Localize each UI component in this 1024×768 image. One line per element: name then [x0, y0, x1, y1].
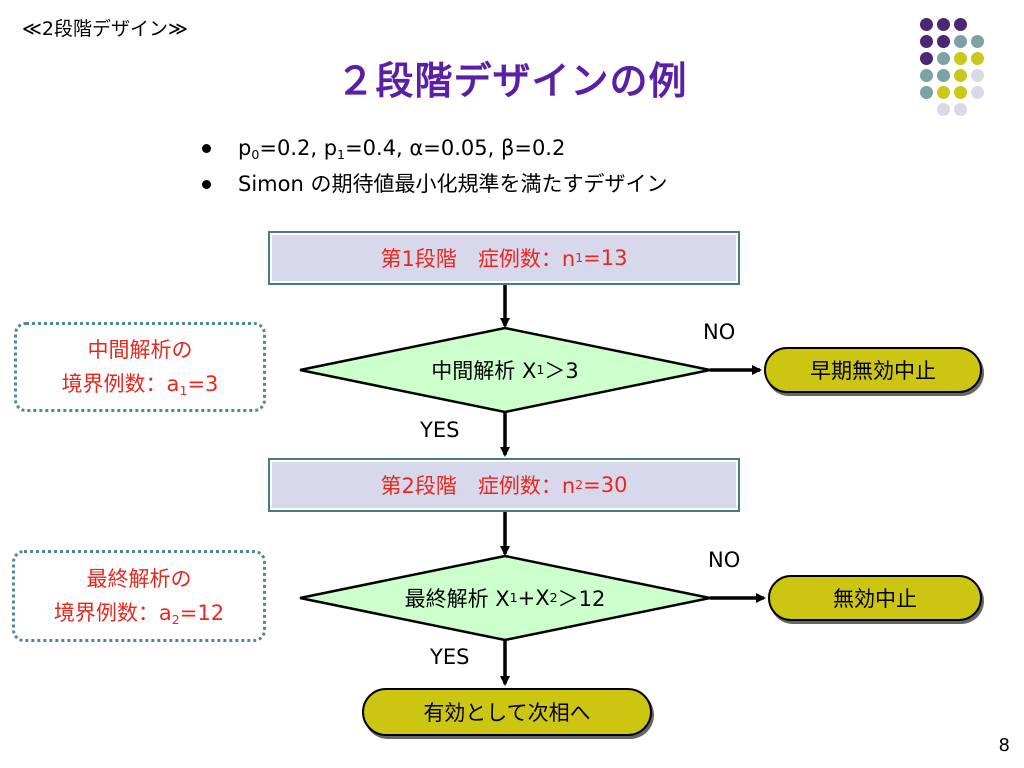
futility-stop: 無効中止: [768, 575, 982, 621]
decorative-dot: [920, 52, 933, 65]
decorative-dot: [954, 35, 967, 48]
section-header: ≪2段階デザイン≫: [22, 18, 188, 40]
page-number: 8: [998, 735, 1010, 756]
decorative-dot: [954, 103, 967, 116]
decorative-dot: [971, 35, 984, 48]
yes-label-final: YES: [430, 645, 470, 669]
decorative-dot: [971, 86, 984, 99]
decorative-dot: [954, 18, 967, 31]
bullet-criterion: Simon の期待値最小化規準を満たすデザイン: [200, 166, 667, 202]
yes-label-interim: YES: [420, 418, 460, 442]
decorative-dot: [937, 103, 950, 116]
decorative-dot: [920, 18, 933, 31]
bullet-list: p0=0.2, p1=0.4, α=0.05, β=0.2 Simon の期待値…: [200, 130, 667, 202]
decorative-dot: [937, 35, 950, 48]
decorative-dot: [937, 52, 950, 65]
decorative-dot: [971, 69, 984, 82]
bullet-parameters: p0=0.2, p1=0.4, α=0.05, β=0.2: [200, 130, 667, 166]
decorative-dot: [937, 86, 950, 99]
no-label-final: NO: [708, 548, 741, 572]
interim-boundary-box: 中間解析の 境界例数：a1=3: [14, 322, 266, 412]
early-futility-stop: 早期無効中止: [764, 347, 982, 393]
decorative-dot: [954, 69, 967, 82]
advance-to-next-phase: 有効として次相へ: [362, 688, 652, 736]
no-label-interim: NO: [703, 320, 736, 344]
decorative-dots: [920, 18, 1020, 138]
decorative-dot: [954, 52, 967, 65]
decorative-dot: [920, 69, 933, 82]
decorative-dot: [971, 52, 984, 65]
decorative-dot: [920, 35, 933, 48]
decorative-dot: [937, 69, 950, 82]
final-boundary-box: 最終解析の 境界例数：a2=12: [12, 550, 266, 642]
decorative-dot: [954, 86, 967, 99]
decorative-dot: [920, 86, 933, 99]
decorative-dot: [937, 18, 950, 31]
page-title: ２段階デザインの例: [336, 59, 688, 103]
